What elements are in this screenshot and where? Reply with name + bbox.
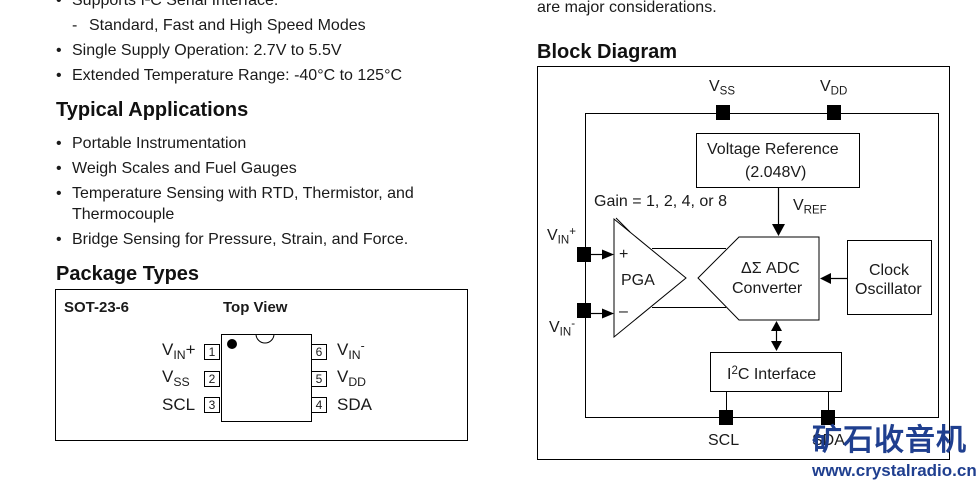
application-item: •Portable Instrumentation xyxy=(56,135,247,152)
vin-minus-pad xyxy=(577,303,591,318)
sda-pad xyxy=(821,410,835,425)
dash-icon: - xyxy=(72,17,78,34)
diagram-outer-frame xyxy=(537,66,950,460)
package-types-heading: Package Types xyxy=(56,263,200,285)
pin-label-vdd: VDD xyxy=(337,367,367,389)
vin-plus-label: VIN+ xyxy=(547,225,576,247)
pin-label-vin-minus: VIN- xyxy=(337,338,365,362)
vdd-label: VDD xyxy=(820,78,848,98)
feature-item-i2c: •Supports I²C Serial Interface: xyxy=(56,0,278,10)
package-name: SOT-23-6 xyxy=(64,299,130,316)
vdd-pad xyxy=(827,105,841,120)
pin-number-3: 3 xyxy=(204,397,220,413)
bullet-icon: • xyxy=(56,231,62,248)
scl-pad xyxy=(719,410,733,425)
i2c-interface-label: I2C Interface xyxy=(727,364,817,383)
bullet-icon: • xyxy=(56,135,62,152)
vin-plus-pad xyxy=(577,247,591,262)
bullet-icon: • xyxy=(56,0,62,9)
feature-item-supply: •Single Supply Operation: 2.7V to 5.5V xyxy=(56,42,342,59)
bullet-icon: • xyxy=(56,185,62,202)
voltage-reference-title: Voltage Reference xyxy=(707,141,839,158)
voltage-reference-block xyxy=(696,133,860,188)
i2c-interface-block xyxy=(710,352,842,392)
intro-text-tail: are major considerations. xyxy=(537,0,717,16)
pin-number-2: 2 xyxy=(204,371,220,387)
feature-item-temperature: •Extended Temperature Range: -40°C to 12… xyxy=(56,67,403,84)
adc-label-line2: Converter xyxy=(732,280,803,297)
watermark-logo-text: 矿石收音机 xyxy=(812,424,967,457)
feature-subitem-speed-modes: -Standard, Fast and High Speed Modes xyxy=(72,17,366,34)
clock-oscillator-block xyxy=(847,240,932,315)
adc-i2c-arrow-up xyxy=(771,321,782,331)
typical-applications-heading: Typical Applications xyxy=(56,99,249,121)
pin-label-sda: SDA xyxy=(337,395,372,414)
pin1-dot-icon xyxy=(227,339,237,349)
adc-i2c-arrow-down xyxy=(771,341,782,351)
pin-label-vin-plus: VIN+ xyxy=(162,340,196,362)
application-item-continued: Thermocouple xyxy=(72,206,175,223)
application-item: •Weigh Scales and Fuel Gauges xyxy=(56,160,297,177)
gain-pointer-line xyxy=(615,217,631,233)
die-outline xyxy=(585,113,939,418)
bullet-icon: • xyxy=(56,67,62,84)
pin-number-6: 6 xyxy=(311,344,327,360)
voltage-reference-value: (2.048V) xyxy=(745,164,807,181)
pga-triangle xyxy=(613,217,687,339)
vin-minus-arrowhead xyxy=(602,308,614,319)
pin-label-vss: VSS xyxy=(162,367,190,389)
notch-icon xyxy=(255,334,275,344)
clock-label-line2: Oscillator xyxy=(855,281,922,298)
pin-label-scl: SCL xyxy=(162,395,196,414)
pga-minus-sign: – xyxy=(619,303,628,320)
application-item: •Bridge Sensing for Pressure, Strain, an… xyxy=(56,231,409,248)
gain-label: Gain = 1, 2, 4, or 8 xyxy=(594,193,727,210)
pin-number-4: 4 xyxy=(311,397,327,413)
vref-label: VREF xyxy=(793,197,827,217)
vref-arrowhead xyxy=(772,224,785,236)
pin-number-5: 5 xyxy=(311,371,327,387)
application-item: •Temperature Sensing with RTD, Thermisto… xyxy=(56,185,414,202)
package-view-label: Top View xyxy=(223,299,288,316)
package-diagram-box xyxy=(55,289,468,441)
adc-block xyxy=(697,236,820,321)
pin-number-1: 1 xyxy=(204,344,220,360)
vin-plus-arrowhead xyxy=(602,249,614,260)
chip-body xyxy=(221,334,312,422)
vss-label: VSS xyxy=(709,78,736,98)
pga-plus-sign: + xyxy=(619,246,629,263)
scl-label: SCL xyxy=(708,432,740,449)
bullet-icon: • xyxy=(56,42,62,59)
clock-label-line1: Clock xyxy=(869,262,910,279)
pga-label: PGA xyxy=(621,272,655,289)
adc-label-line1: ΔΣ ADC xyxy=(741,260,800,277)
sda-label: SDA xyxy=(812,432,845,449)
vss-pad xyxy=(716,105,730,120)
block-diagram-heading: Block Diagram xyxy=(537,41,678,63)
watermark-url: www.crystalradio.cn xyxy=(812,461,977,480)
clock-arrowhead xyxy=(820,273,831,284)
bullet-icon: • xyxy=(56,160,62,177)
vin-minus-label: VIN- xyxy=(549,317,576,339)
